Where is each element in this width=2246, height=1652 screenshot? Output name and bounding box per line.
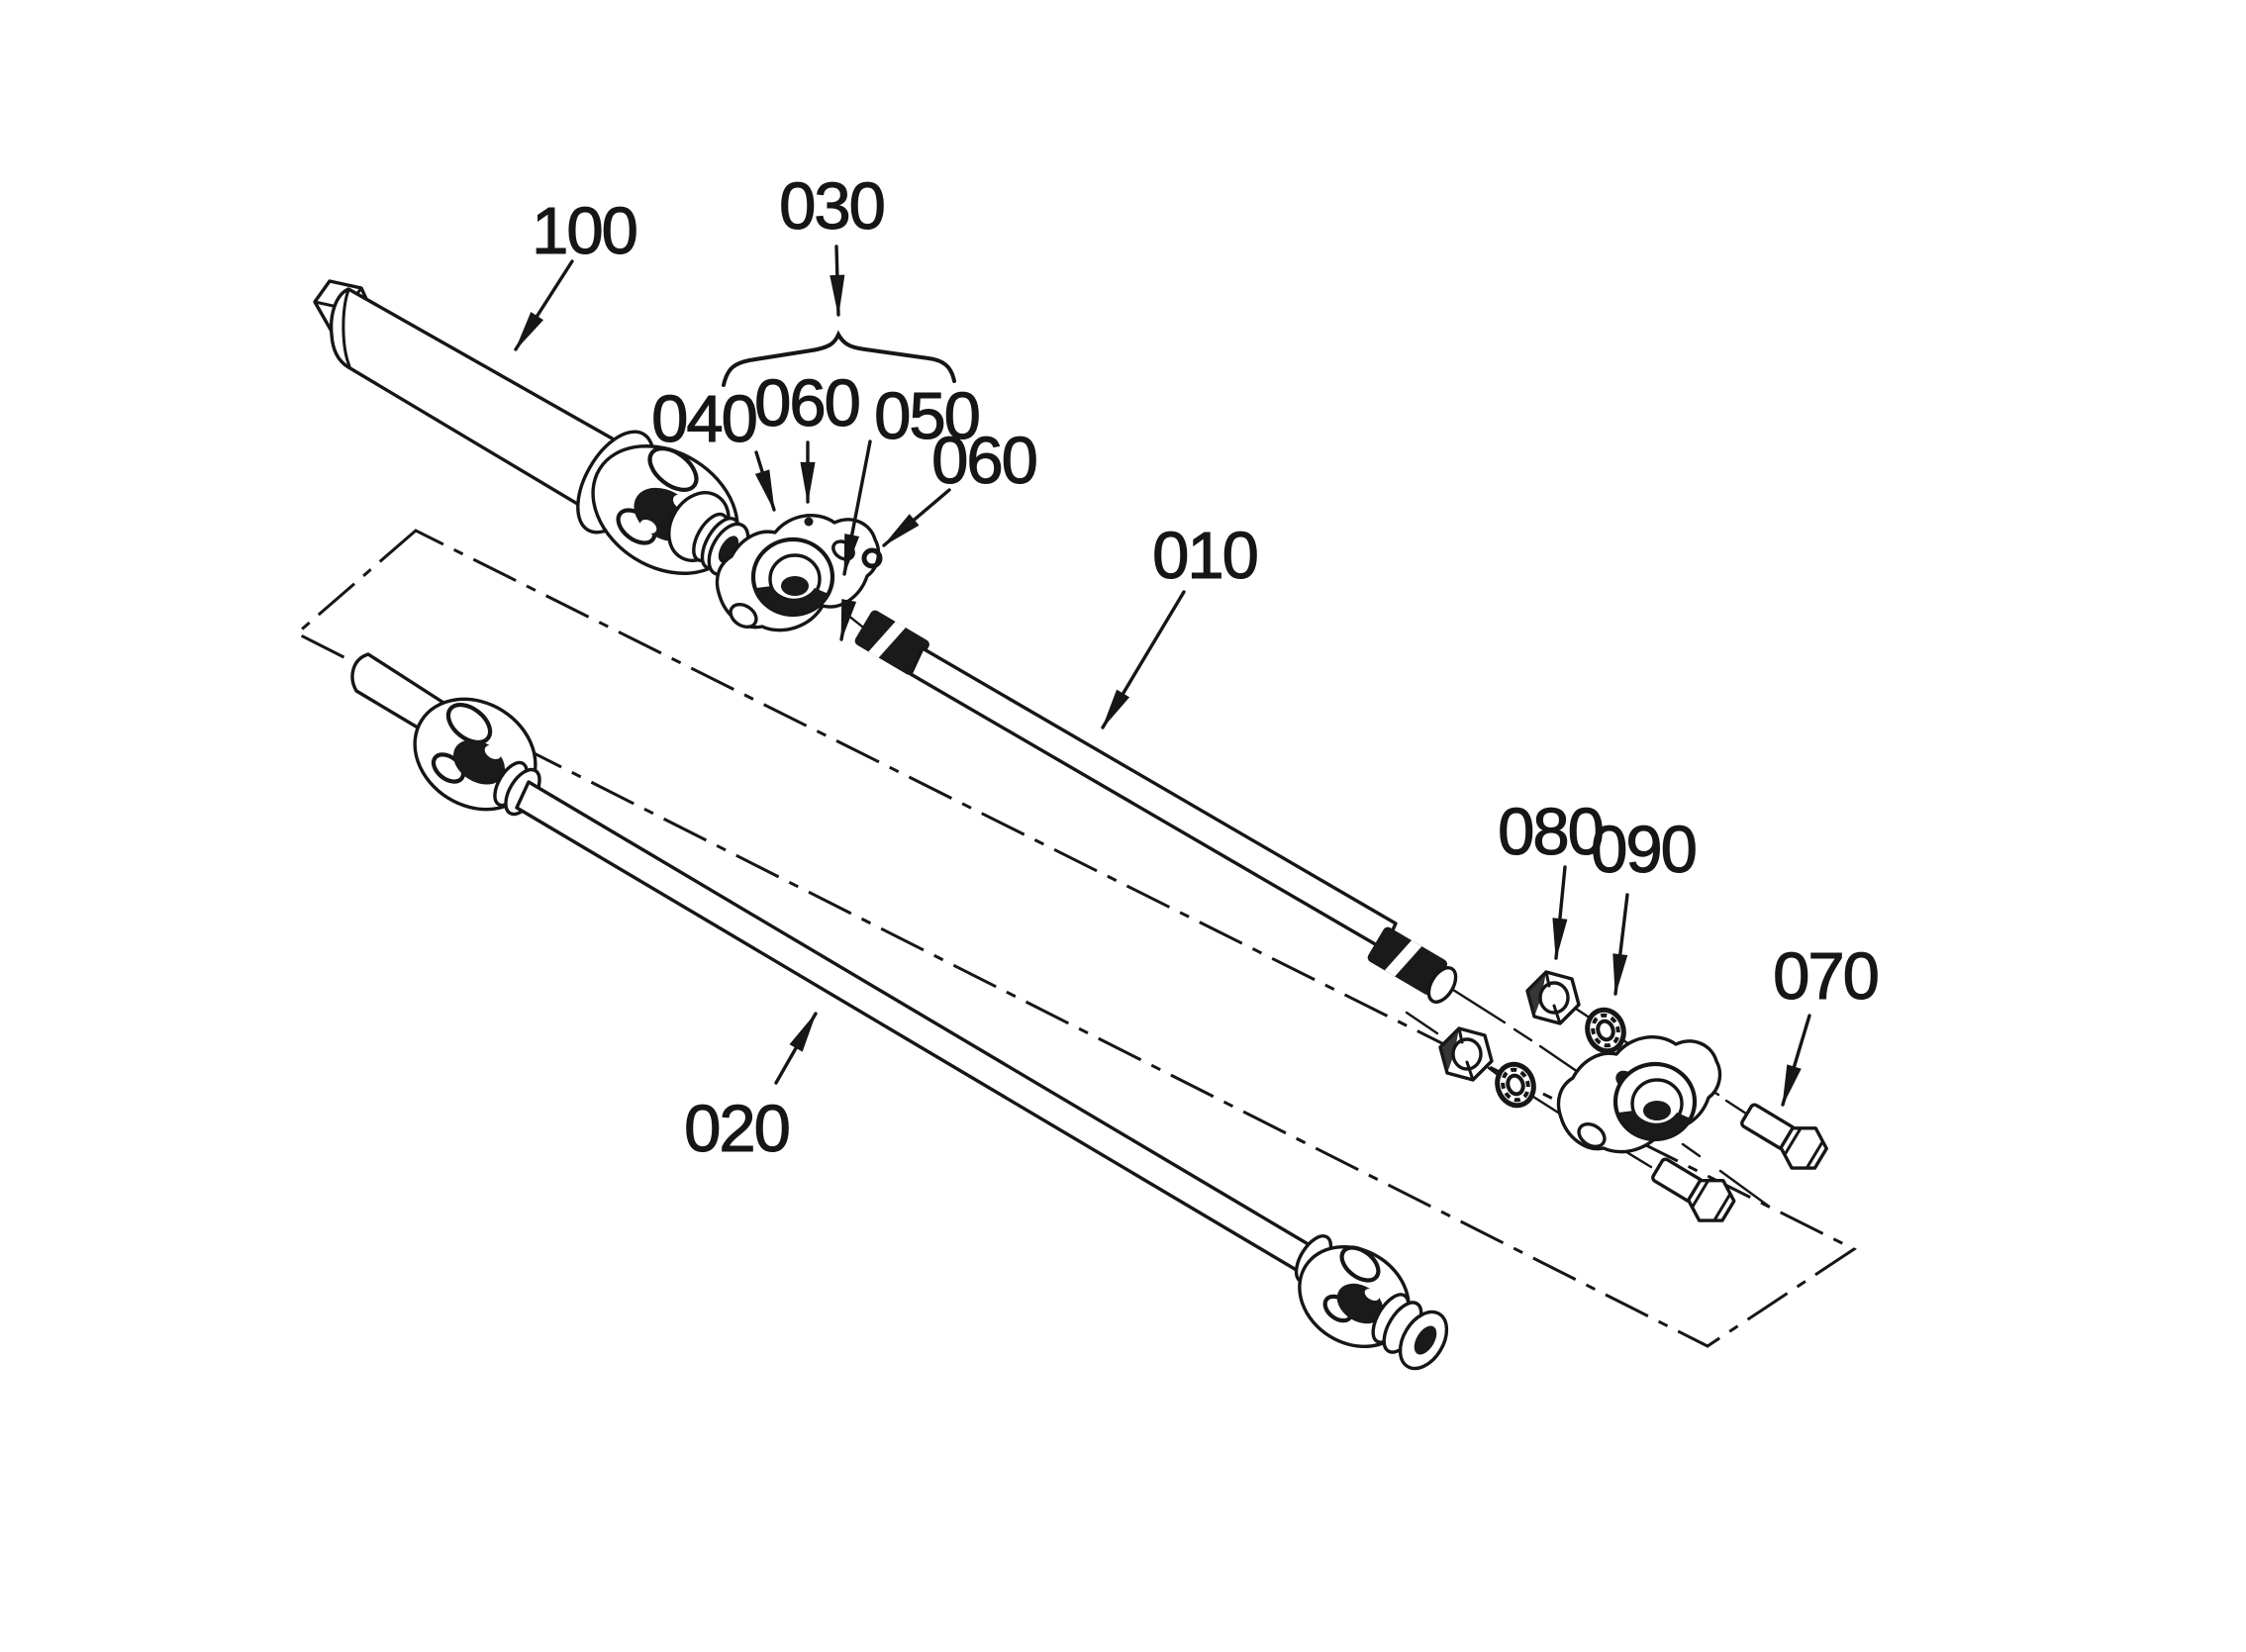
callout-100: 100	[532, 194, 636, 268]
callout-arrow-040	[754, 450, 776, 513]
callout-080: 080	[1498, 795, 1603, 869]
set-screw-dot	[804, 517, 814, 527]
callout-090: 090	[1591, 813, 1696, 887]
callout-040: 040	[651, 382, 756, 456]
callout-050: 050	[874, 379, 979, 453]
brace-030	[722, 330, 956, 387]
callout-arrow-100	[514, 259, 574, 351]
callout-arrow-050	[842, 439, 872, 577]
washer-1	[1585, 1007, 1626, 1054]
callout-010: 010	[1152, 519, 1257, 593]
bearing-holder-rear	[1556, 1035, 1722, 1154]
hex-nut-2	[1438, 1026, 1494, 1082]
callout-arrow-030	[830, 244, 845, 318]
washer-2	[1495, 1061, 1536, 1109]
callout-arrow-snap-ring-bottom	[839, 599, 857, 642]
universal-joint-spider-mid	[452, 739, 506, 785]
snap-ring-rear-part	[861, 547, 883, 569]
callout-060-front: 060	[754, 366, 859, 440]
callout-030: 030	[779, 169, 884, 243]
callout-arrow-010	[1101, 590, 1186, 729]
callout-arrow-080	[1552, 865, 1568, 961]
callout-arrow-020	[774, 1012, 818, 1085]
callout-060-rear: 060	[931, 424, 1036, 498]
callout-070: 070	[1773, 939, 1878, 1014]
callout-arrow-060-rear	[882, 488, 951, 547]
propeller-shaft-front	[854, 610, 1458, 1004]
callout-arrow-090	[1612, 893, 1629, 997]
callout-arrow-070	[1781, 1014, 1811, 1108]
hex-nut-1	[1525, 970, 1581, 1025]
centerline-frame	[294, 529, 1857, 1348]
propeller-shaft-rear	[350, 652, 1449, 1371]
hex-bolt-2	[1651, 1157, 1736, 1222]
hex-bolt-1	[1740, 1103, 1828, 1170]
callout-020: 020	[684, 1092, 789, 1166]
cover-shaft-assembly	[313, 279, 750, 577]
universal-joint-spider-rear	[1336, 1283, 1384, 1324]
